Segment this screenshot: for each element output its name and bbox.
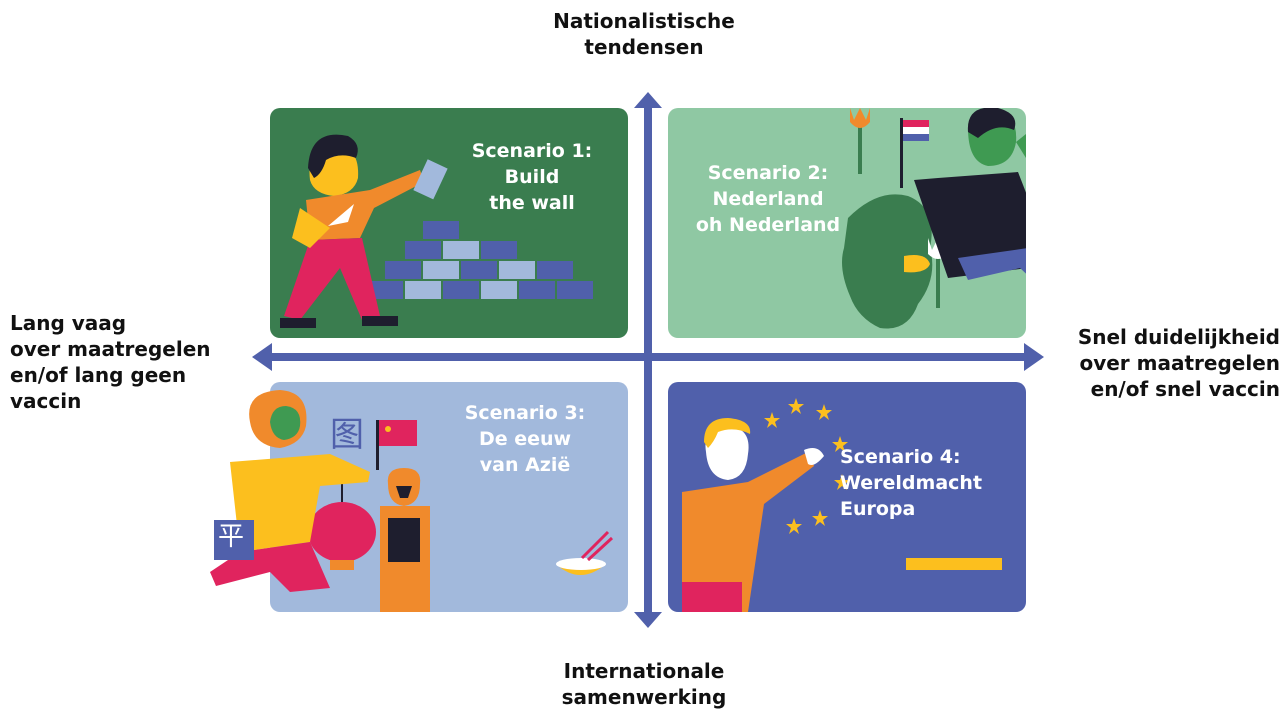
scenario-4-panel: Scenario 4: Wereldmacht Europa: [668, 382, 1026, 612]
arrow-right-icon: [1024, 343, 1044, 371]
axis-label-left-line: vaccin: [10, 389, 82, 413]
axis-label-top: Nationalistische tendensen: [544, 8, 744, 60]
arrow-left-icon: [252, 343, 272, 371]
axis-label-right: Snel duidelijkheid over maatregelen en/o…: [1058, 324, 1280, 402]
scenario-title-line: Wereldmacht: [840, 472, 983, 494]
person-holding-flag: [904, 108, 1026, 280]
axis-label-bottom-line: samenwerking: [561, 685, 727, 709]
axis-label-right-line: over maatregelen: [1079, 351, 1280, 375]
rice-bowl-icon: [556, 530, 614, 575]
scenario-title-line: van Azië: [479, 454, 571, 476]
scenario-title-line: De eeuw: [478, 428, 572, 450]
axis-label-top-line: tendensen: [584, 35, 704, 59]
ruler-icon: [906, 558, 1002, 570]
scenario-title-line: Build: [504, 166, 560, 188]
tulip-white-icon: [928, 238, 948, 308]
horizontal-axis-line: [260, 353, 1036, 361]
scenario-title-line: Scenario 4:: [840, 446, 961, 468]
axis-label-left: Lang vaag over maatregelen en/of lang ge…: [10, 310, 211, 414]
axis-label-left-line: en/of lang geen: [10, 363, 187, 387]
arrow-up-icon: [634, 92, 662, 108]
brick-wall: [365, 219, 595, 301]
scenario-3-panel: Scenario 3: De eeuw van Azië 图 平: [210, 382, 628, 612]
scenario-title-line: the wall: [489, 192, 575, 214]
axis-label-top-line: Nationalistische: [553, 9, 735, 33]
axis-label-bottom-line: Internationale: [563, 659, 725, 683]
dutch-flag-icon: [900, 118, 929, 188]
person-building-wall: [280, 134, 448, 328]
axis-label-left-line: Lang vaag: [10, 311, 127, 335]
scenario-title-line: Scenario 1:: [471, 140, 593, 162]
scenario-2-title: Scenario 2: Nederland oh Nederland: [688, 160, 848, 238]
chinese-flag-icon: [376, 420, 417, 470]
axis-label-right-line: en/of snel vaccin: [1090, 377, 1280, 401]
scenario-title-line: Europa: [840, 498, 916, 520]
scenario-title-line: oh Nederland: [695, 214, 841, 236]
scenario-4-title: Scenario 4: Wereldmacht Europa: [840, 444, 1016, 522]
axis-label-right-line: Snel duidelijkheid: [1077, 325, 1280, 349]
eu-stars-icon: [740, 398, 850, 534]
scenario-title-line: Nederland: [712, 188, 824, 210]
terracotta-warrior: [380, 468, 430, 612]
scenario-title-line: Scenario 3:: [464, 402, 586, 424]
scenario-3-title: Scenario 3: De eeuw van Azië: [450, 400, 600, 478]
scenario-1-panel: Scenario 1: Build the wall: [270, 108, 628, 338]
scenario-2-panel: Scenario 2: Nederland oh Nederland: [668, 108, 1026, 338]
lantern-icon: [308, 466, 376, 570]
person-reaching-stars: [682, 418, 824, 612]
chinese-sign-top-icon: 图: [330, 415, 364, 455]
chinese-sign-bottom-icon: 平: [218, 522, 245, 552]
tulip-icon: [850, 108, 870, 174]
axis-label-bottom: Internationale samenwerking: [544, 658, 744, 710]
scenario-title-line: Scenario 2:: [707, 162, 829, 184]
arrow-down-icon: [634, 612, 662, 628]
axis-label-left-line: over maatregelen: [10, 337, 211, 361]
netherlands-map: [842, 194, 933, 329]
scenario-1-title: Scenario 1: Build the wall: [462, 138, 602, 216]
